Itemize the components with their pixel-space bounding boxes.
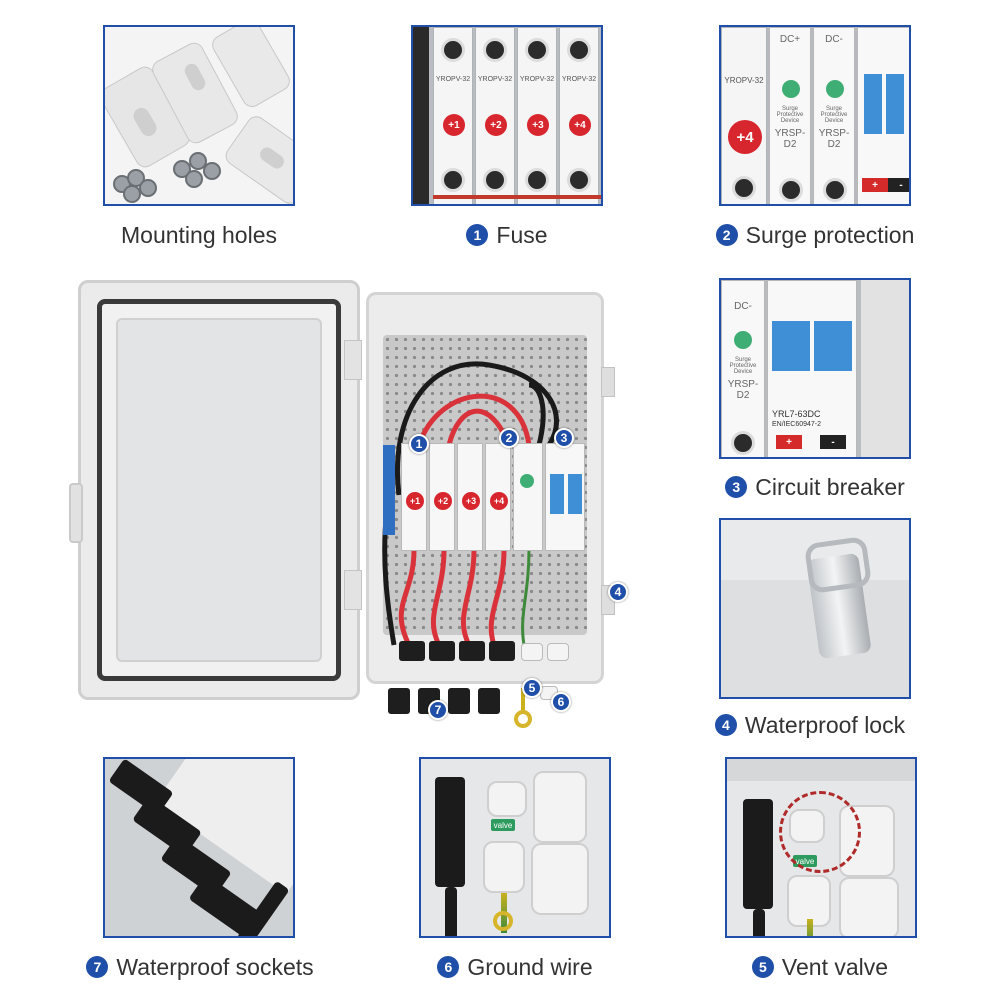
number-badge: 2 [715,224,738,246]
cable [416,393,532,446]
callout-marker-fuse: 1 [409,434,429,454]
cable-gland [489,641,515,661]
cable-gland [459,641,485,661]
socket-connector [388,688,410,714]
callout-marker-sockets: 7 [428,700,448,720]
socket-connector [435,777,465,887]
mounting-holes-photo [103,25,295,206]
cable [528,382,546,446]
socket-connector [478,688,500,714]
circuit-breaker-module [545,443,585,551]
cable [430,549,447,647]
caption-fuse: 1 Fuse [411,218,603,252]
surge-protector-module: DC+ Surge Protective Device YRSP-D2 [769,27,811,204]
socket-connector [743,799,773,909]
fuse-module: YROPV-32 +4 [559,27,599,204]
vent-valve-photo: valve [725,757,917,938]
fuse-module: +3 [457,443,483,551]
caption-circuit-breaker: 3 Circuit breaker [700,470,930,504]
cable-gland [531,843,589,915]
number-badge: 6 [437,956,460,978]
caption-waterproof-lock: 4 Waterproof lock [690,708,930,742]
latch [601,367,615,397]
lid-gasket [97,299,341,681]
fuse-module: +4 [485,443,511,551]
number-badge: 7 [86,956,109,978]
surge-protector-module: DC- Surge Protective Device YRSP-D2 [813,27,855,204]
cable-gland [787,875,831,927]
circuit-breaker-module: YRL7-63DC EN/IEC60947-2 + - [767,280,857,457]
lid-latch-tab [69,483,83,543]
breaker-toggle [814,321,852,371]
surge-protection-photo: YROPV-32 +4 DC+ Surge Protective Device … [719,25,911,206]
lock-wire [803,535,873,595]
fuse-module: YROPV-32 +2 [475,27,515,204]
fuse-module: +2 [429,443,455,551]
hinge [344,570,362,610]
cable-gland [521,643,543,661]
cable-gland [839,877,899,936]
number-badge: 1 [466,224,489,246]
fuse-module: +1 [401,443,427,551]
fuse-module: YROPV-32 +1 [433,27,473,204]
callout-marker-surge: 2 [499,428,519,448]
surge-protector-module [513,443,543,551]
surge-protector-module: DC- Surge Protective Device YRSP-D2 [721,280,765,457]
fuse-badge: +1 [443,114,465,136]
breaker-toggle [772,321,810,371]
callout-marker-vent: 5 [522,678,542,698]
cable [398,549,417,647]
ground-wire [521,688,525,714]
screw-pile [113,167,163,204]
caption-vent-valve: 5 Vent valve [705,950,935,984]
fuse-badge: +2 [485,114,507,136]
ground-wire [807,919,813,936]
fuse-badge: +4 [728,120,762,154]
caption-waterproof-sockets: 7 Waterproof sockets [50,950,350,984]
caption-surge-protection: 2 Surge protection [700,218,930,252]
screw-pile [173,152,233,192]
cable [488,549,507,646]
callout-marker-ground: 6 [551,692,571,712]
ring-terminal [493,911,513,931]
enclosure-box: +1 +2 +3 +4 [366,292,615,684]
circuit-breaker-photo: DC- Surge Protective Device YRSP-D2 YRL7… [719,278,911,459]
fuse-module: YROPV-32 +4 [721,27,767,204]
cable-gland [429,641,455,661]
enclosure-lid [69,280,360,700]
number-badge: 5 [751,956,774,978]
waterproof-lock-photo [719,518,911,699]
number-badge: 4 [714,714,737,736]
vent-highlight-circle [779,791,861,873]
valve-tag: valve [491,819,515,831]
din-rail-blue [383,445,395,535]
waterproof-sockets-photo [103,757,295,938]
cable [521,549,531,646]
caption-mounting-holes: Mounting holes [121,221,277,248]
fuse-badge: +3 [527,114,549,136]
caption-ground-wire: 6 Ground wire [400,950,630,984]
circuit-breaker-module: + - [857,27,909,204]
socket-connector [448,688,470,714]
cable-gland [533,771,587,843]
socket-cable [753,909,765,936]
callout-marker-breaker: 3 [554,428,574,448]
cable-gland [399,641,425,661]
fuse-badge: +4 [569,114,591,136]
vent-valve [487,781,527,817]
socket-cable [445,887,457,936]
ring-terminal [514,710,532,728]
hinge [344,340,362,380]
callout-marker-lock: 4 [608,582,628,602]
fuse-module: YROPV-32 +3 [517,27,557,204]
cable-gland [483,841,525,893]
number-badge: 3 [725,476,748,498]
vent-valve [547,643,569,661]
cable [395,361,559,496]
ground-wire-photo: valve [419,757,611,938]
fuse-photo: YROPV-32 +1 YROPV-32 +2 YROPV-32 +3 YROP… [411,25,603,206]
cable [460,549,477,647]
